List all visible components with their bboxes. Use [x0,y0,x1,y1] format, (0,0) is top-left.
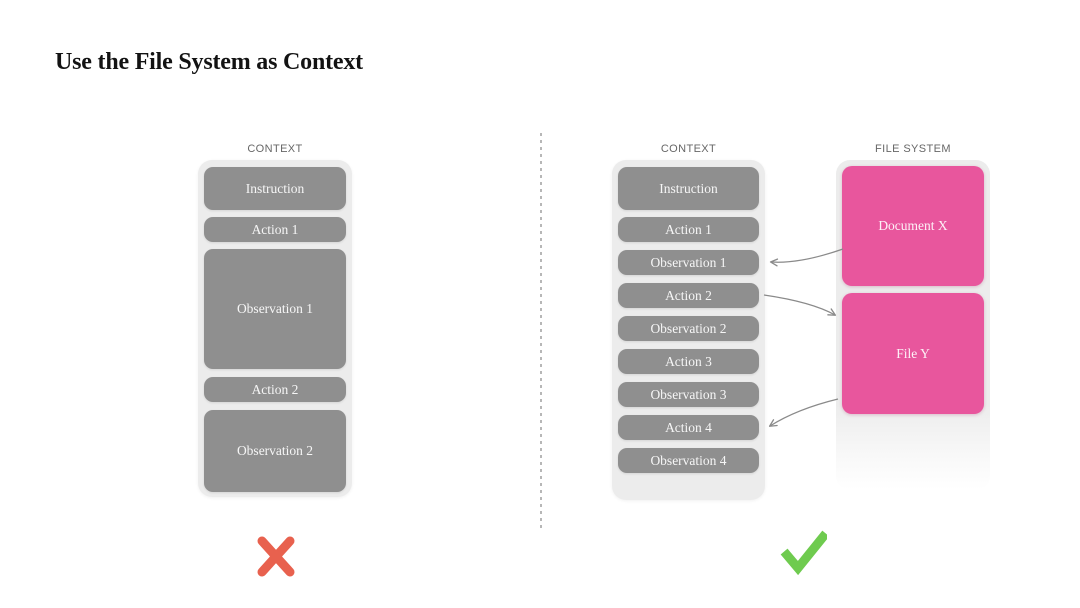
file-system-container: Document X File Y [836,160,990,490]
context-block-observation-2: Observation 2 [618,316,759,341]
arrow-document-x-to-observation-1 [769,248,844,267]
cross-icon [252,532,300,580]
context-block-observation-4: Observation 4 [618,448,759,473]
slide-title: Use the File System as Context [55,49,363,75]
check-icon [779,529,830,577]
file-system-column-label: FILE SYSTEM [875,143,951,155]
arrow-file-y-to-action-4 [768,398,839,427]
arrow-action-2-to-file-y [763,294,837,316]
right-context-container: Instruction Action 1 Observation 1 Actio… [612,160,765,500]
left-context-container: Instruction Action 1 Observation 1 Actio… [198,160,352,497]
context-block-action-1: Action 1 [204,217,346,242]
context-block-observation-3: Observation 3 [618,382,759,407]
file-block-document-x: Document X [842,166,984,286]
context-block-observation-1: Observation 1 [204,249,346,369]
context-block-observation-2: Observation 2 [204,410,346,492]
context-block-action-3: Action 3 [618,349,759,374]
vertical-dotted-divider [540,133,542,528]
context-block-action-2: Action 2 [618,283,759,308]
right-context-column-label: CONTEXT [660,143,717,155]
file-block-file-y: File Y [842,293,984,414]
context-block-action-2: Action 2 [204,377,346,402]
context-block-action-1: Action 1 [618,217,759,242]
context-block-observation-1: Observation 1 [618,250,759,275]
context-block-action-4: Action 4 [618,415,759,440]
left-context-column-label: CONTEXT [247,143,303,155]
context-block-instruction: Instruction [618,167,759,210]
context-block-instruction: Instruction [204,167,346,210]
